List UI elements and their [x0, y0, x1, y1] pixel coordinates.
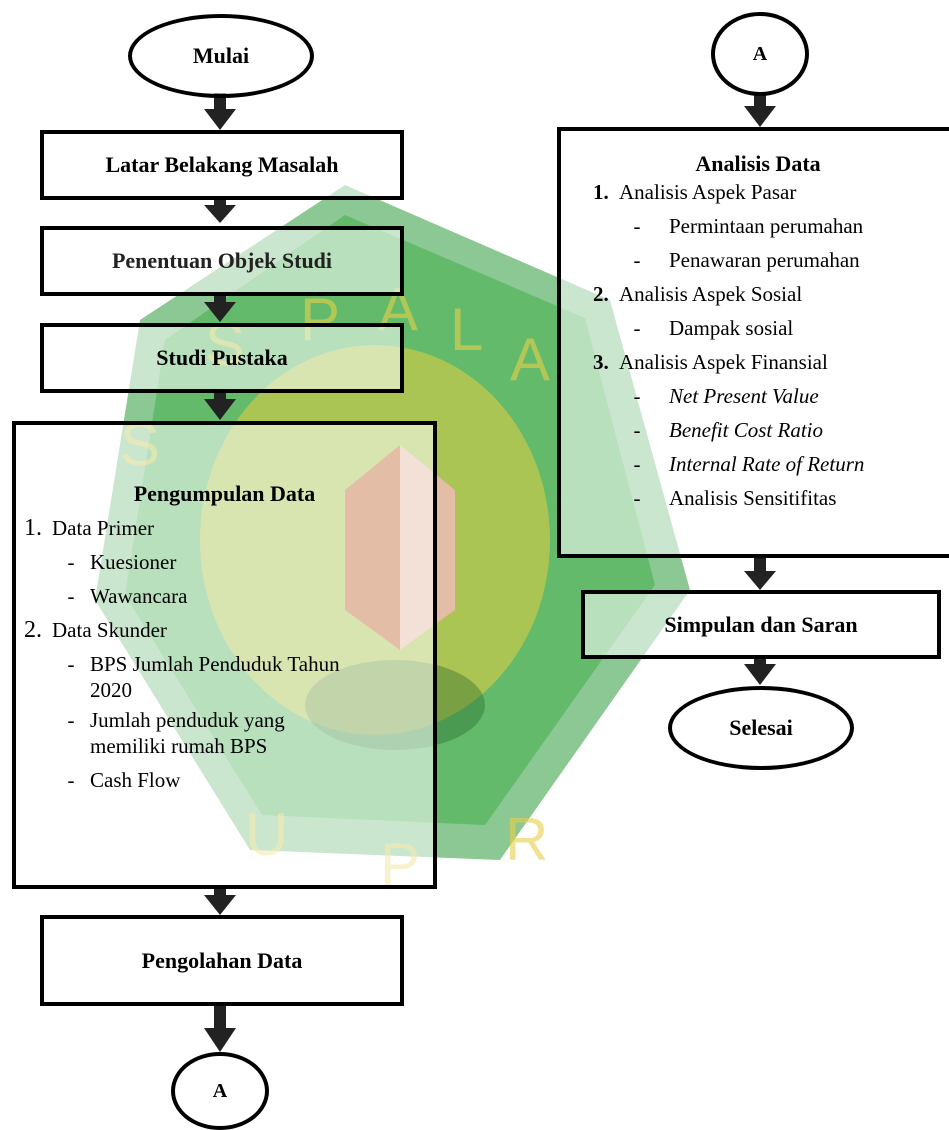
analysis-item-sensitifitas: -Analisis Sensitifitas — [593, 481, 949, 515]
analysis-item-sensitifitas-text: Analisis Sensitifitas — [669, 486, 837, 510]
end-terminal: Selesai — [668, 686, 854, 770]
end-label: Selesai — [729, 715, 793, 740]
analysis-item-permintaan: -Permintaan perumahan — [593, 209, 949, 243]
analysis-item-bcr-text: Benefit Cost Ratio — [669, 418, 823, 442]
collect-group-2-num: 2. — [24, 617, 42, 643]
step-studi-pustaka: Studi Pustaka — [40, 323, 404, 393]
collect-group-1-label: Data Primer — [52, 516, 155, 540]
collect-data-content: Pengumpulan Data 1. Data Primer -Kuesion… — [16, 425, 433, 797]
collect-item-kuesioner: -Kuesioner — [24, 545, 433, 579]
collect-group-1-num: 1. — [24, 515, 42, 541]
collect-item-kuesioner-text: Kuesioner — [90, 550, 177, 574]
arrow-step2-to-step3 — [204, 294, 236, 322]
step-pengolahan-data-label: Pengolahan Data — [141, 947, 303, 973]
collect-group-2: 2. Data Skunder — [24, 613, 433, 647]
collect-item-cashflow-text: Cash Flow — [90, 768, 181, 792]
analysis-group-2: 2. Analisis Aspek Sosial — [593, 277, 949, 311]
collect-item-rumah: -Jumlah penduduk yang memiliki rumah BPS — [24, 707, 433, 759]
watermark-letter-a2: A — [510, 326, 550, 393]
step-simpulan-saran: Simpulan dan Saran — [581, 590, 941, 659]
arrow-step5-to-connector — [204, 1004, 236, 1052]
connector-a-top: A — [711, 12, 809, 96]
collect-data-box: Pengumpulan Data 1. Data Primer -Kuesion… — [12, 421, 437, 889]
analysis-group-2-label: Analisis Aspek Sosial — [619, 282, 803, 306]
connector-a-bottom: A — [171, 1052, 269, 1130]
step-studi-pustaka-label: Studi Pustaka — [156, 345, 288, 370]
arrow-step1-to-step2 — [204, 198, 236, 223]
analysis-item-npv: -Net Present Value — [593, 379, 949, 413]
analysis-item-permintaan-text: Permintaan perumahan — [669, 214, 864, 238]
analysis-item-penawaran: -Penawaran perumahan — [593, 243, 949, 277]
watermark-letter-l: L — [450, 296, 483, 363]
arrow-step3-to-collect — [204, 391, 236, 420]
analysis-group-1-label: Analisis Aspek Pasar — [619, 180, 797, 204]
right-arrows — [744, 93, 776, 685]
analysis-item-irr-text: Internal Rate of Return — [669, 452, 865, 476]
step-latar-belakang-label: Latar Belakang Masalah — [105, 152, 339, 177]
collect-group-1: 1. Data Primer — [24, 511, 433, 545]
analysis-item-npv-text: Net Present Value — [669, 384, 819, 408]
connector-a-top-label: A — [752, 42, 768, 65]
step-simpulan-saran-label: Simpulan dan Saran — [664, 611, 858, 637]
analysis-group-2-num: 2. — [593, 282, 609, 306]
analysis-group-3: 3. Analisis Aspek Finansial — [593, 345, 949, 379]
start-terminal: Mulai — [128, 14, 314, 98]
arrow-collect-to-step5 — [204, 887, 236, 915]
analysis-item-penawaran-text: Penawaran perumahan — [669, 248, 860, 272]
analysis-group-1: 1. Analisis Aspek Pasar — [593, 175, 949, 209]
analysis-data-title: Analisis Data — [695, 151, 821, 176]
arrow-start-to-step1 — [204, 93, 236, 130]
collect-item-wawancara-text: Wawancara — [90, 584, 188, 608]
step-latar-belakang: Latar Belakang Masalah — [40, 130, 404, 200]
analysis-item-dampak-text: Dampak sosial — [669, 316, 794, 340]
analysis-group-3-label: Analisis Aspek Finansial — [619, 350, 828, 374]
collect-item-bps-text: BPS Jumlah Penduduk Tahun 2020 — [90, 652, 340, 702]
step-penentuan-objek: Penentuan Objek Studi — [40, 226, 404, 296]
watermark-letter-r: R — [505, 806, 548, 873]
collect-item-rumah-text: Jumlah penduduk yang memiliki rumah BPS — [90, 708, 285, 758]
step-pengolahan-data: Pengolahan Data — [40, 915, 404, 1006]
start-label: Mulai — [192, 43, 250, 68]
collect-item-bps: -BPS Jumlah Penduduk Tahun 2020 — [24, 651, 433, 703]
collect-item-cashflow: -Cash Flow — [24, 763, 433, 797]
analysis-data-content: Analisis Data 1. Analisis Aspek Pasar -P… — [561, 131, 949, 515]
collect-group-2-label: Data Skunder — [52, 618, 167, 642]
analysis-data-box: Analisis Data 1. Analisis Aspek Pasar -P… — [557, 127, 949, 558]
step-penentuan-objek-label: Penentuan Objek Studi — [111, 248, 333, 273]
collect-data-title: Pengumpulan Data — [133, 481, 316, 506]
arrow-connector-to-analysis — [744, 93, 776, 127]
arrow-conclusion-to-end — [744, 656, 776, 685]
collect-item-wawancara: -Wawancara — [24, 579, 433, 613]
arrow-analysis-to-conclusion — [744, 555, 776, 590]
analysis-item-bcr: -Benefit Cost Ratio — [593, 413, 949, 447]
analysis-item-irr: -Internal Rate of Return — [593, 447, 949, 481]
analysis-group-3-num: 3. — [593, 350, 609, 374]
connector-a-bottom-label: A — [212, 1079, 228, 1102]
analysis-item-dampak: -Dampak sosial — [593, 311, 949, 345]
analysis-group-1-num: 1. — [593, 180, 609, 204]
